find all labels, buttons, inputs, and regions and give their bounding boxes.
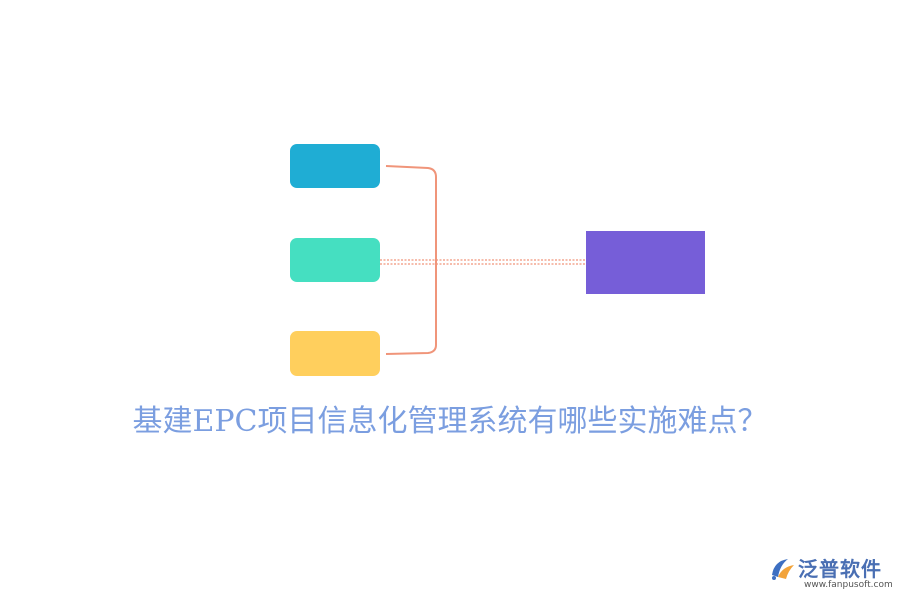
topic-box-yellow xyxy=(290,331,380,376)
brand-logo: 泛普软件 www.fanpusoft.com xyxy=(768,553,893,593)
brand-name: 泛普软件 xyxy=(798,557,882,581)
diagram-title: 基建EPC项目信息化管理系统有哪些实施难点？ xyxy=(132,404,768,439)
topic-box-blue xyxy=(290,144,380,188)
brand-url: www.fanpusoft.com xyxy=(804,580,893,590)
bracket-connector xyxy=(385,165,437,355)
fanpu-logo-icon xyxy=(772,559,794,580)
topic-box-green xyxy=(290,238,380,282)
main-box-purple xyxy=(586,231,705,294)
